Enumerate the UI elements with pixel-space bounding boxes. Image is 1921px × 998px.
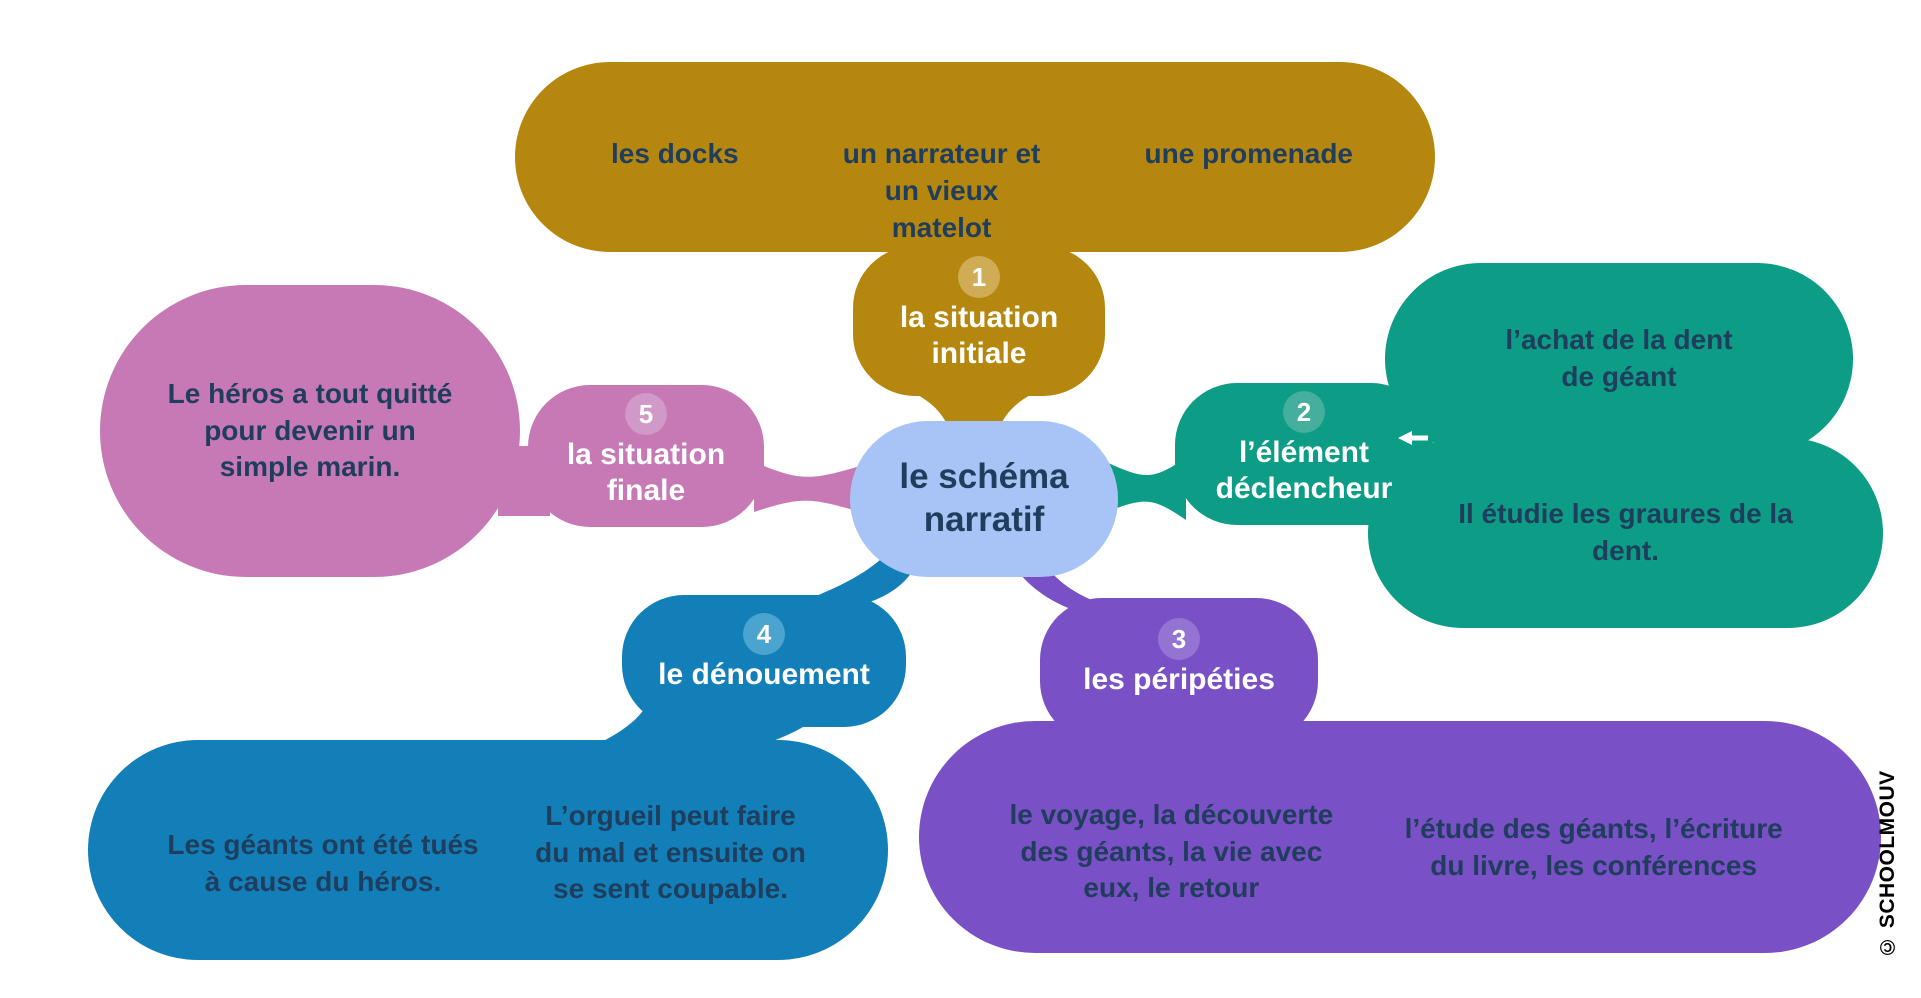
branch5-node: 5 la situation finale xyxy=(528,385,764,527)
branch2-number-badge: 2 xyxy=(1283,391,1325,433)
branch4-notes-bubble: Les géants ont été tués à cause du héros… xyxy=(88,740,888,960)
branch3-number-badge: 3 xyxy=(1158,618,1200,660)
note-etudie-graures: Il étudie les graures de la dent. xyxy=(1458,498,1793,566)
center-label-line2: narratif xyxy=(923,500,1045,539)
branch2-label: l’élément déclencheur xyxy=(1215,436,1393,505)
note-narrateur-matelot: un narrateur et un vieux matelot xyxy=(842,138,1041,243)
cursor-arrow-icon xyxy=(1398,431,1428,445)
branch1-notes-bubble: les docks un narrateur et un vieux matel… xyxy=(515,62,1435,252)
branch3-node: 3 les péripéties xyxy=(1040,598,1318,743)
branch4-label: le dénouement xyxy=(658,658,870,691)
branch1-number-badge: 1 xyxy=(958,256,1000,298)
branch1-node: 1 la situation initiale xyxy=(853,246,1105,396)
branch5-notes-bubble: Le héros a tout quitté pour devenir un s… xyxy=(100,285,520,577)
branch4-number-badge: 4 xyxy=(743,613,785,655)
branch4-node: 4 le dénouement xyxy=(622,595,906,727)
note-geants-tues: Les géants ont été tués à cause du héros… xyxy=(167,829,479,897)
branch5-number-badge: 5 xyxy=(625,393,667,435)
note-les-docks: les docks xyxy=(611,138,739,169)
schoolmouv-watermark: © SCHOOLMOUV xyxy=(1876,770,1899,958)
stem-denouement xyxy=(774,560,912,612)
note-achat-dent: l’achat de la dent de géant xyxy=(1505,324,1733,392)
branch3-label: les péripéties xyxy=(1083,663,1275,696)
branch3-notes-bubble: le voyage, la découverte des géants, la … xyxy=(919,721,1881,953)
center-node: le schéma narratif xyxy=(850,421,1118,577)
branch2-notes-bubble-1: l’achat de la dent de géant xyxy=(1385,263,1853,455)
branch5-label: la situation finale xyxy=(566,438,726,507)
note-orgueil: L’orgueil peut faire du mal et ensuite o… xyxy=(535,799,806,905)
branch2-node: 2 l’élément déclencheur xyxy=(1175,383,1433,525)
center-label-line1: le schéma xyxy=(899,457,1069,497)
note-promenade: une promenade xyxy=(1144,138,1353,169)
branch2-notes-bubble-2: Il étudie les graures de la dent. xyxy=(1368,438,1883,628)
branch1-label: la situation initiale xyxy=(899,301,1059,370)
note-voyage-retour: le voyage, la découverte des géants, la … xyxy=(1009,798,1334,904)
note-heros-marin: Le héros a tout quitté pour devenir un s… xyxy=(167,377,453,483)
stem-situation-finale xyxy=(754,462,860,512)
note-etude-conferences: l’étude des géants, l’écriture du livre,… xyxy=(1404,813,1783,881)
stem-element-declencheur xyxy=(1106,458,1186,520)
